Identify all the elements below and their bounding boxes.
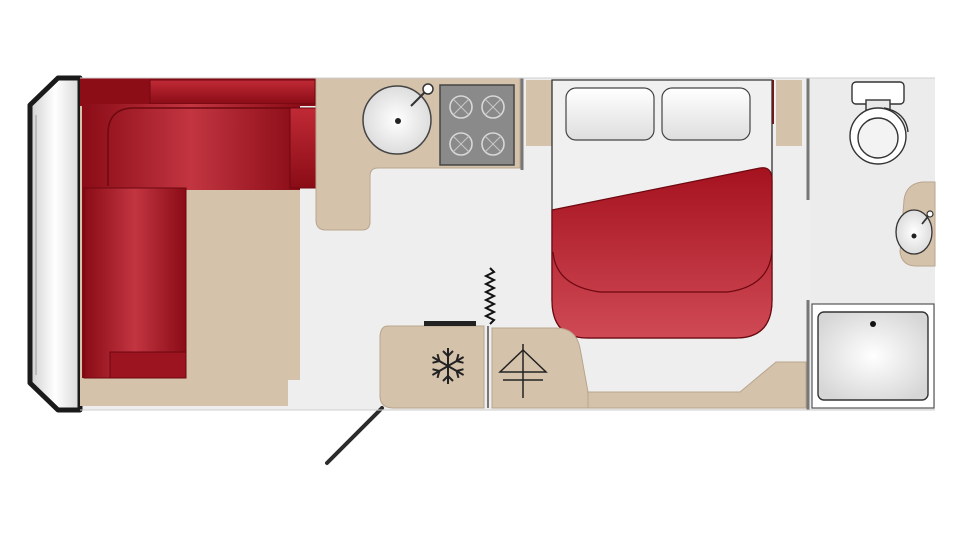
pillow-right <box>661 87 751 141</box>
bedroom-lower-cabinets <box>491 327 807 409</box>
bed-side-cabinet-right <box>776 80 802 146</box>
front-window <box>27 75 83 413</box>
coat-hanger-icon <box>498 344 548 398</box>
entrance-door[interactable] <box>325 406 384 465</box>
washroom-basin-icon <box>895 181 936 267</box>
toilet-icon <box>849 81 909 165</box>
shower-tray-icon <box>811 303 935 409</box>
bed-side-cabinet-left <box>526 80 552 146</box>
fridge-vent <box>424 321 476 326</box>
front-lounge-cushion <box>83 187 187 379</box>
fridge-unit <box>379 325 485 409</box>
hob-burner-icon <box>481 95 505 119</box>
side-armrest <box>289 107 317 189</box>
pillow-left <box>565 87 655 141</box>
bed-duvet-fold <box>551 167 773 339</box>
hob-burner-icon <box>449 132 473 156</box>
hob-burner-icon <box>449 95 473 119</box>
sink-icon <box>362 83 434 155</box>
bed-icon <box>551 79 773 339</box>
caravan-outline <box>80 77 935 411</box>
folding-partition <box>483 267 497 325</box>
hob-icon <box>439 84 515 166</box>
snowflake-icon <box>428 348 468 385</box>
hob-burner-icon <box>481 132 505 156</box>
